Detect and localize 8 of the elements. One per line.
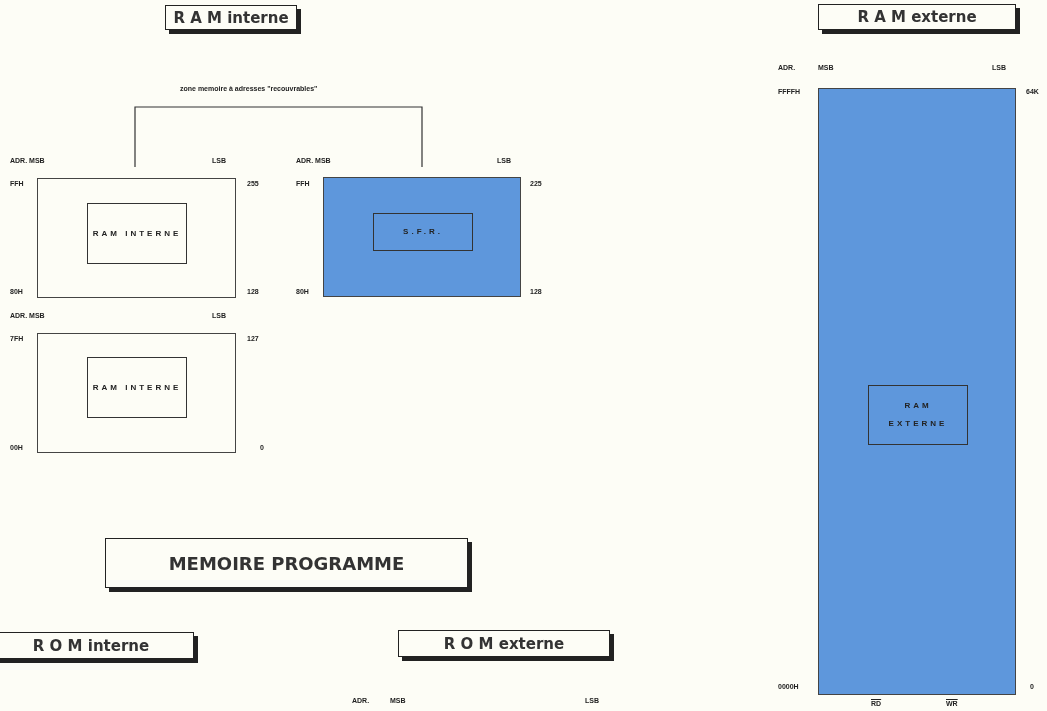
memory-block bbox=[323, 177, 521, 297]
memory-block bbox=[37, 333, 236, 453]
memory-block bbox=[818, 88, 1016, 695]
memory-region-box: S.F.R. bbox=[373, 213, 473, 251]
memory-region-box: RAM INTERNE bbox=[87, 203, 187, 264]
memory-block bbox=[37, 178, 236, 298]
memory-region-box: RAM INTERNE bbox=[87, 357, 187, 418]
memory-region-box: RAM EXTERNE bbox=[868, 385, 968, 445]
